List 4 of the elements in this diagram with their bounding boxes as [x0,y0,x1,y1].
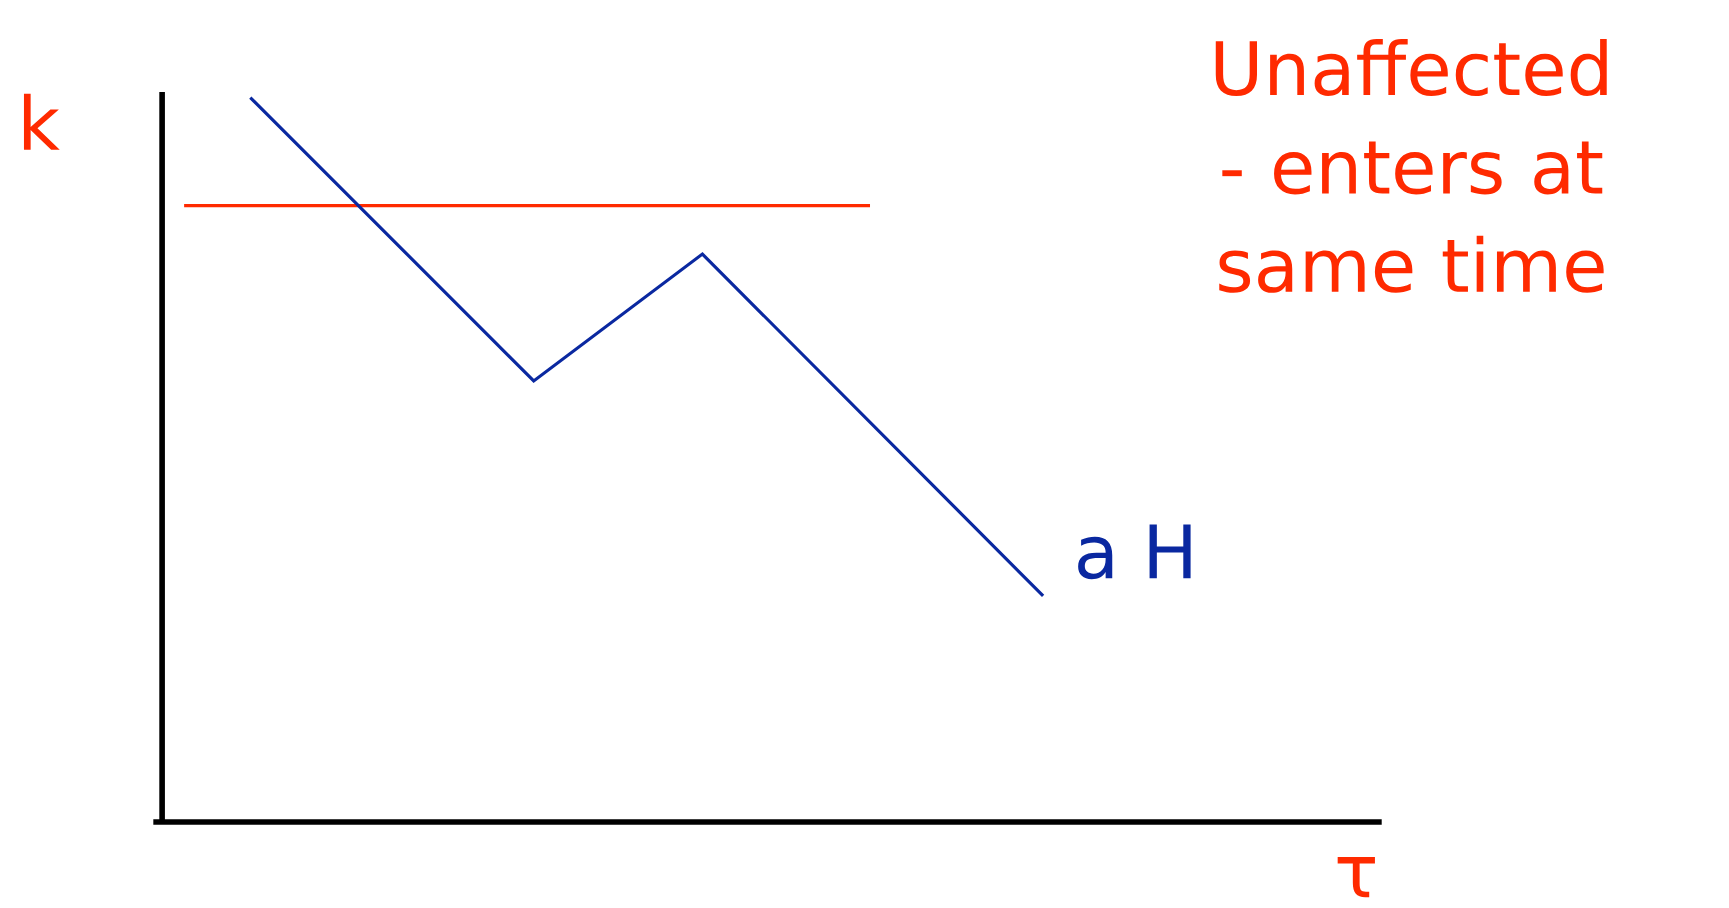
line-label: a H [1078,524,1191,580]
axis-label: k [23,93,60,150]
axis-label: τ [1337,856,1375,898]
annotation-text: Unaffected - enters at same time [1215,38,1607,293]
